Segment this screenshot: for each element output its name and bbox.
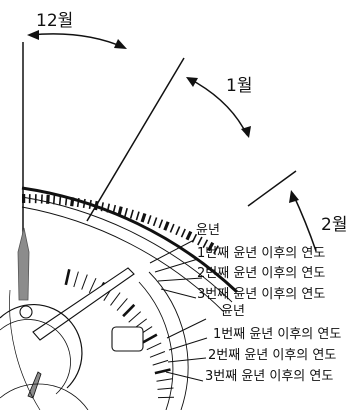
month-tick (213, 245, 219, 254)
leap-year-tick (116, 298, 128, 311)
month-tick (100, 202, 104, 212)
month-track-edge (21, 206, 225, 313)
leap-year-group-a: 윤년 1번째 윤년 이후의 연도 2번째 윤년 이후의 연도 3번째 윤년 이후… (149, 223, 325, 302)
group-b-leader-3rd (165, 371, 204, 382)
leap-year-tick (81, 274, 88, 290)
group-a-after-2nd-label: 2번째 윤년 이후의 연도 (197, 266, 325, 281)
hour-hand (17, 227, 30, 301)
month-tick (40, 194, 43, 204)
month-tick (76, 197, 80, 208)
month-tick (46, 194, 50, 204)
leap-year-tick (154, 368, 171, 375)
group-b-leader-1st (168, 337, 208, 351)
leap-year-tick (152, 359, 169, 366)
month-tick (147, 215, 152, 225)
month-tick (175, 226, 181, 236)
month-tick (152, 217, 158, 227)
group-b-after-2nd-label: 2번째 윤년 이후의 연도 (208, 348, 336, 363)
month-2-marker-line (247, 170, 297, 207)
month-12-arrowhead-right (114, 39, 127, 49)
leap-year-tick (122, 303, 136, 318)
group-a-leader-leap (149, 239, 195, 264)
group-b-leader-2nd (167, 357, 207, 363)
inner-dial-edge (9, 289, 41, 410)
leap-year-tick (88, 277, 97, 294)
group-a-leader-2nd (157, 277, 203, 282)
month-tick (129, 209, 134, 219)
month-12-arrow (29, 33, 126, 49)
month-tick (158, 219, 164, 229)
leap-year-tick (142, 333, 158, 344)
month-tick (163, 221, 170, 231)
group-b-leader-leap (166, 318, 207, 339)
leap-year-tick (157, 387, 174, 390)
group-a-after-3rd-label: 3번째 윤년 이후의 연도 (197, 287, 325, 302)
minute-hand (32, 267, 135, 341)
month-tick (140, 212, 147, 223)
leap-year-tick (149, 351, 166, 358)
subdial-hand (27, 371, 42, 399)
hands (0, 42, 144, 410)
group-b-after-3rd-label: 3번째 윤년 이후의 연도 (205, 369, 333, 384)
month-2-label: 2월 (321, 215, 347, 235)
date-window (111, 326, 144, 352)
leap-year-ring (148, 271, 189, 410)
leap-year-tick (64, 269, 71, 286)
month-track-ring (21, 196, 233, 303)
month-tick (106, 203, 110, 213)
month-tick (124, 207, 128, 218)
group-b-after-1st-label: 1번째 윤년 이후의 연도 (213, 327, 341, 342)
month-12-label: 12월 (36, 11, 73, 31)
month-2-arrow (292, 193, 317, 252)
month-tick (185, 230, 193, 241)
month-1-label: 1월 (226, 76, 252, 96)
month-tick (117, 206, 123, 216)
leap-year-ring-inner (138, 281, 174, 410)
month-tick (64, 196, 68, 206)
month-tick (52, 195, 56, 205)
month-1-arrowhead-top (186, 77, 198, 87)
month-markers: 12월 1월 2월 (27, 11, 347, 252)
group-b-leap-year-label: 윤년 (221, 304, 245, 319)
leap-year-tick (156, 378, 173, 382)
leap-year-group-b: 윤년 1번째 윤년 이후의 연도 2번째 윤년 이후의 연도 3번째 윤년 이후… (165, 304, 341, 384)
month-tick (169, 223, 175, 233)
month-tick (197, 236, 203, 246)
group-a-leader-3rd (160, 288, 197, 299)
month-tick (82, 198, 86, 209)
leap-year-tick (110, 292, 121, 306)
subdial-ring-inner (0, 319, 71, 395)
month-tick (112, 204, 117, 214)
month-1-arrow (187, 77, 248, 136)
month-tick (207, 241, 215, 252)
group-a-leap-year-label: 윤년 (196, 223, 220, 238)
leap-year-tick (146, 342, 162, 351)
leap-year-tick (73, 271, 79, 288)
month-1-arrowhead-bottom (241, 126, 251, 138)
month-tick (88, 199, 92, 210)
subdial-ring (0, 304, 83, 389)
month-1-marker-line (86, 57, 185, 222)
month-tick (135, 211, 140, 221)
subdial-lower-arc (0, 383, 89, 410)
month-tick (202, 239, 209, 249)
group-a-after-1st-label: 1번째 윤년 이후의 연도 (197, 246, 325, 261)
month-2-arrowhead (289, 190, 299, 203)
month-12-arrowhead-left (27, 30, 39, 40)
month-tick (58, 195, 62, 205)
bezel-outer-ring (21, 186, 239, 294)
hands-pivot (19, 305, 33, 319)
group-a-leader-1st (154, 258, 199, 273)
month-tick (70, 197, 75, 207)
month-tick (180, 228, 186, 238)
leap-year-tick (128, 311, 142, 323)
